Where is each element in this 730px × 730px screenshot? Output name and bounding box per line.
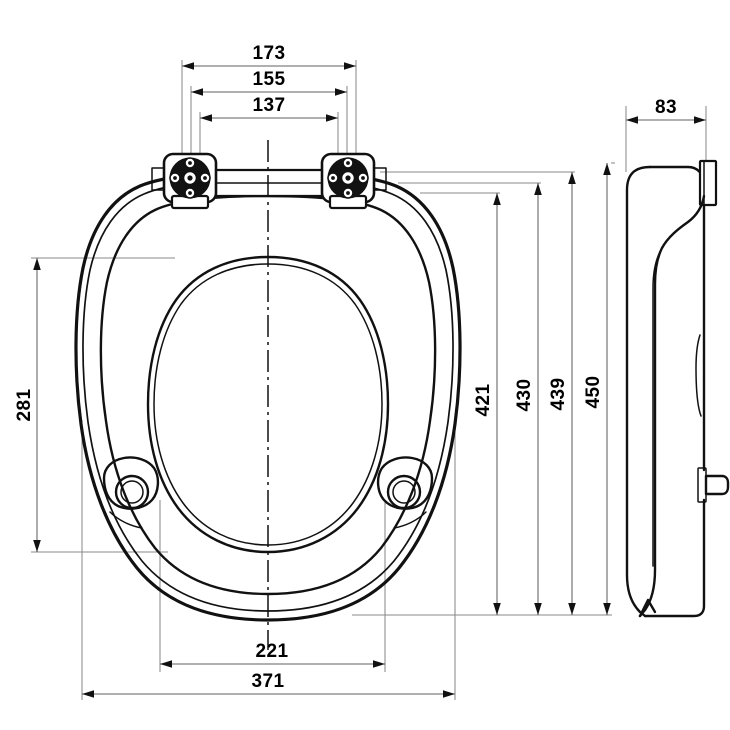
side-ring-profile bbox=[638, 194, 706, 618]
bumper-right bbox=[376, 456, 434, 529]
dim-281-label: 281 bbox=[14, 389, 35, 422]
dim-371-label: 371 bbox=[252, 671, 285, 692]
dim-155: 155 bbox=[191, 69, 347, 96]
side-hinge-block bbox=[698, 159, 718, 207]
dim-137: 137 bbox=[200, 95, 338, 122]
dim-430-label: 430 bbox=[514, 379, 535, 412]
dim-281: 281 bbox=[14, 258, 41, 552]
dim-83-label: 83 bbox=[655, 97, 677, 118]
dim-439: 439 bbox=[548, 172, 576, 615]
dim-421-label: 421 bbox=[473, 384, 494, 417]
side-view-group bbox=[625, 159, 730, 618]
extension-lines bbox=[31, 60, 707, 700]
side-lid-profile bbox=[625, 165, 652, 618]
top-view-group bbox=[74, 140, 462, 650]
side-bottom-notch bbox=[638, 598, 657, 618]
dim-173-label: 173 bbox=[253, 43, 286, 64]
dim-430: 430 bbox=[514, 183, 542, 615]
dim-439-label: 439 bbox=[548, 378, 569, 411]
dim-221-label: 221 bbox=[256, 641, 289, 662]
hinge-left bbox=[151, 152, 218, 210]
side-ring-inner-edge bbox=[652, 247, 663, 567]
dim-371: 371 bbox=[82, 671, 455, 698]
dim-450: 450 bbox=[583, 163, 611, 615]
seat-ring-outer bbox=[99, 194, 437, 596]
side-lid-top bbox=[648, 165, 706, 198]
dim-450-label: 450 bbox=[583, 376, 604, 409]
hinge-right bbox=[320, 152, 387, 210]
dim-221: 221 bbox=[160, 641, 385, 668]
dimension-annotations: 173 155 137 281 421 bbox=[14, 43, 706, 698]
hinge-bar bbox=[198, 168, 340, 198]
dim-155-label: 155 bbox=[253, 69, 286, 90]
dim-173: 173 bbox=[182, 43, 356, 70]
lid-outer-contour bbox=[74, 170, 462, 622]
bumper-left bbox=[102, 456, 160, 529]
dim-137-label: 137 bbox=[253, 95, 286, 116]
dim-421: 421 bbox=[473, 193, 501, 615]
dim-83: 83 bbox=[626, 97, 706, 124]
side-bumper bbox=[697, 467, 730, 503]
side-lip-detail bbox=[695, 334, 702, 417]
side-body-right-edge bbox=[643, 203, 706, 618]
